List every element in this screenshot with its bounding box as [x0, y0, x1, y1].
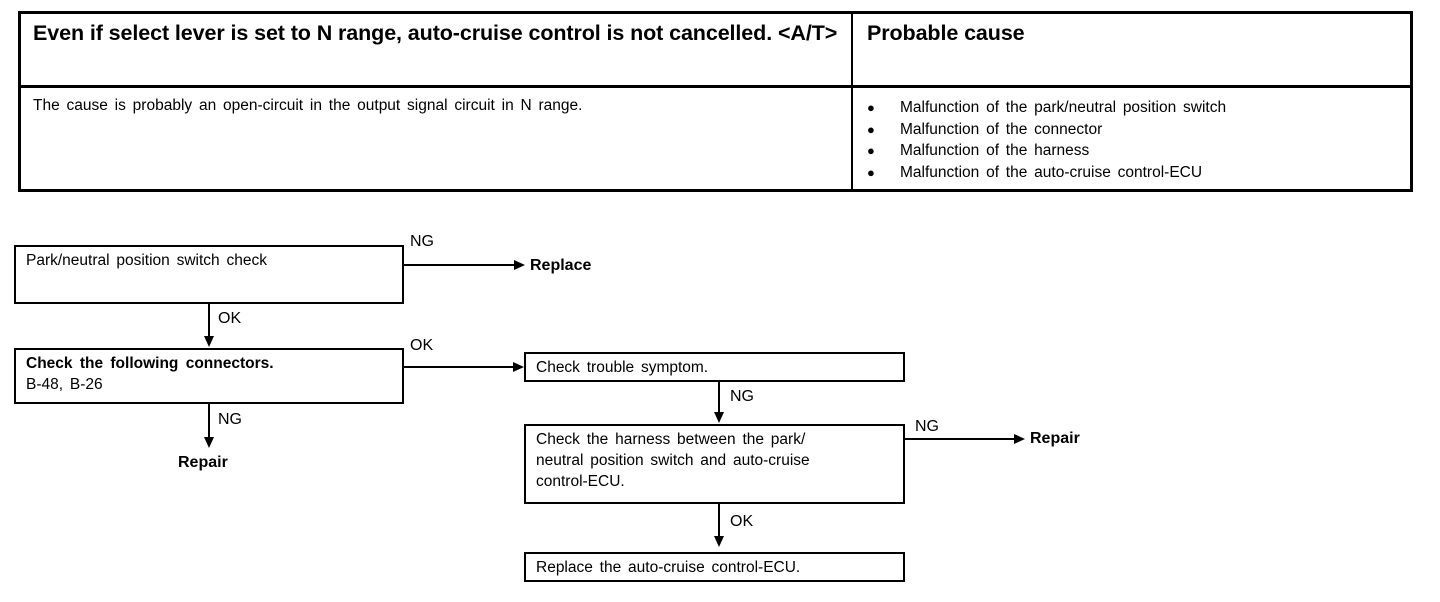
table-body-cause-cell: ● Malfunction of the park/neutral positi…: [853, 88, 1410, 189]
bullet-icon: ●: [867, 121, 875, 137]
arrowhead-down-icon: [713, 412, 724, 423]
bullet-icon: ●: [867, 100, 875, 115]
bullet-icon: ●: [867, 164, 875, 180]
terminal-repair-right: Repair: [1030, 430, 1080, 447]
connector-line-connectors-ng: [208, 404, 210, 438]
flow-box-check-trouble-symptom-label: Check trouble symptom.: [536, 359, 709, 376]
edge-label-ng-trouble-symptom: NG: [730, 388, 754, 405]
edge-label-ok-connectors: OK: [410, 337, 434, 354]
list-item-label: Malfunction of the auto-cruise control-E…: [900, 163, 1203, 181]
flow-box-switch-check-label: Park/neutral position switch check: [26, 252, 267, 269]
table-header-cause-cell: Probable cause: [853, 14, 1410, 88]
connector-line-harness-ok: [718, 504, 720, 537]
edge-label-ng-switch-check: NG: [410, 233, 434, 250]
arrowhead-down-icon: [203, 437, 214, 448]
symptom-title: Even if select lever is set to N range, …: [33, 21, 838, 45]
edge-label-ok-switch-check: OK: [218, 310, 242, 327]
flow-box-check-connectors: Check the following connectors. B-48, B-…: [14, 348, 404, 404]
list-item: ● Malfunction of the harness: [867, 140, 1400, 162]
probable-cause-title: Probable cause: [867, 21, 1025, 45]
edge-label-ok-harness: OK: [730, 513, 754, 530]
flow-box-check-trouble-symptom: Check trouble symptom.: [524, 352, 905, 382]
flow-box-replace-ecu: Replace the auto-cruise control-ECU.: [524, 552, 905, 582]
list-item-label: Malfunction of the park/neutral position…: [900, 99, 1227, 116]
list-item: ● Malfunction of the auto-cruise control…: [867, 162, 1400, 184]
arrowhead-down-icon: [203, 336, 214, 347]
connector-line-harness-ng: [905, 438, 1017, 440]
arrowhead-down-icon: [713, 536, 724, 547]
list-item: ● Malfunction of the park/neutral positi…: [867, 97, 1400, 119]
flow-box-check-connectors-title: Check the following connectors.: [26, 355, 274, 372]
list-item: ● Malfunction of the connector: [867, 119, 1400, 141]
flow-box-replace-ecu-label: Replace the auto-cruise control-ECU.: [536, 559, 801, 576]
list-item-label: Malfunction of the connector: [900, 120, 1103, 138]
connector-line-trouble-ng: [718, 382, 720, 413]
table-body-description-cell: The cause is probably an open-circuit in…: [21, 88, 853, 189]
flow-box-check-harness-line2: neutral position switch and auto-cruise: [536, 452, 810, 469]
bullet-icon: ●: [867, 143, 875, 158]
terminal-repair-left: Repair: [178, 454, 228, 471]
flow-box-check-harness-line1: Check the harness between the park/: [536, 431, 806, 448]
table-header-symptom-cell: Even if select lever is set to N range, …: [21, 14, 853, 88]
arrowhead-right-icon: [513, 361, 524, 372]
terminal-replace: Replace: [530, 257, 592, 274]
arrowhead-right-icon: [1014, 433, 1025, 444]
flow-box-switch-check: Park/neutral position switch check: [14, 245, 404, 304]
edge-label-ng-harness: NG: [915, 418, 939, 435]
flow-box-check-harness: Check the harness between the park/ neut…: [524, 424, 905, 504]
probable-cause-list: ● Malfunction of the park/neutral positi…: [867, 97, 1400, 183]
symptom-table: Even if select lever is set to N range, …: [18, 11, 1413, 192]
arrowhead-right-icon: [514, 259, 525, 270]
flow-box-check-connectors-list: B-48, B-26: [26, 376, 103, 393]
flow-box-check-harness-line3: control-ECU.: [536, 473, 625, 490]
connector-line-switchcheck-ng: [404, 264, 516, 266]
cause-description: The cause is probably an open-circuit in…: [33, 97, 583, 114]
edge-label-ng-connectors: NG: [218, 411, 242, 428]
list-item-label: Malfunction of the harness: [900, 142, 1090, 159]
connector-line-connectors-ok: [404, 366, 516, 368]
connector-line-switchcheck-ok: [208, 304, 210, 337]
